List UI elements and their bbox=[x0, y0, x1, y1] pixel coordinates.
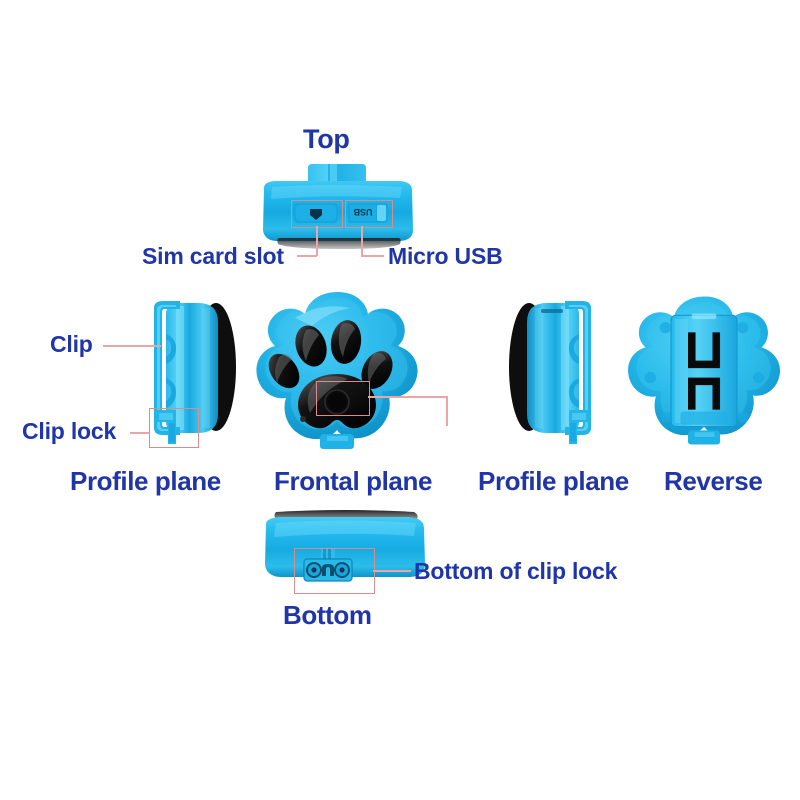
micro-usb-label: Micro USB bbox=[388, 243, 503, 269]
clip-lock-leader bbox=[130, 432, 149, 434]
reverse-bottom-tab bbox=[688, 430, 721, 445]
sim-card-slot-leader-vertical bbox=[316, 226, 318, 256]
clip-component bbox=[154, 301, 180, 444]
bottom-view bbox=[248, 508, 444, 594]
bottom-of-clip-lock-label: Bottom of clip lock bbox=[414, 558, 618, 584]
power-button-leader-horizontal bbox=[368, 396, 447, 398]
top-view-title: Top bbox=[303, 124, 350, 154]
clip-lock-highlight bbox=[149, 408, 199, 448]
frontal-view bbox=[250, 288, 425, 453]
power-button-leader-vertical bbox=[446, 396, 448, 426]
profile-right-caption: Profile plane bbox=[478, 466, 629, 496]
clip-leader bbox=[103, 345, 161, 347]
profile-left-view bbox=[130, 292, 240, 452]
reverse-caption: Reverse bbox=[664, 466, 763, 496]
svg-text:USB: USB bbox=[353, 207, 373, 217]
bottom-clip-lock-leader bbox=[373, 570, 411, 572]
sim-card-slot-leader-horizontal bbox=[297, 255, 317, 257]
top-view: USB bbox=[250, 160, 440, 250]
slot-u-shape bbox=[688, 332, 721, 369]
slot-inverted-u-shape bbox=[688, 377, 721, 410]
paw-outline bbox=[256, 292, 418, 440]
sim-card-slot-label: Sim card slot bbox=[142, 243, 284, 269]
frontal-bottom-tab bbox=[320, 434, 354, 449]
micro-usb-leader-vertical bbox=[361, 226, 363, 256]
clip-label: Clip bbox=[50, 331, 93, 357]
micro-usb-highlight bbox=[345, 200, 393, 228]
profile-left-caption: Profile plane bbox=[70, 466, 221, 496]
clip-component-right bbox=[565, 301, 591, 444]
micro-usb-leader-horizontal bbox=[361, 255, 384, 257]
bottom-clip-lock-connector bbox=[303, 548, 353, 582]
clip-lock-label: Clip lock bbox=[22, 418, 117, 444]
micro-usb-port: USB bbox=[348, 203, 388, 223]
clip-backing-plate bbox=[670, 313, 738, 428]
reverse-view bbox=[622, 288, 787, 453]
sim-card-slot-highlight bbox=[291, 200, 343, 228]
clip-lock-component bbox=[156, 410, 176, 444]
frontal-caption: Frontal plane bbox=[274, 466, 433, 496]
sim-card-slot-port bbox=[294, 203, 338, 223]
bottom-caption: Bottom bbox=[283, 600, 372, 630]
profile-right-view bbox=[505, 292, 615, 452]
clip-lock-component-right bbox=[569, 410, 589, 444]
bottom-clip-lock-highlight bbox=[294, 548, 375, 594]
power-button-highlight bbox=[316, 381, 370, 416]
